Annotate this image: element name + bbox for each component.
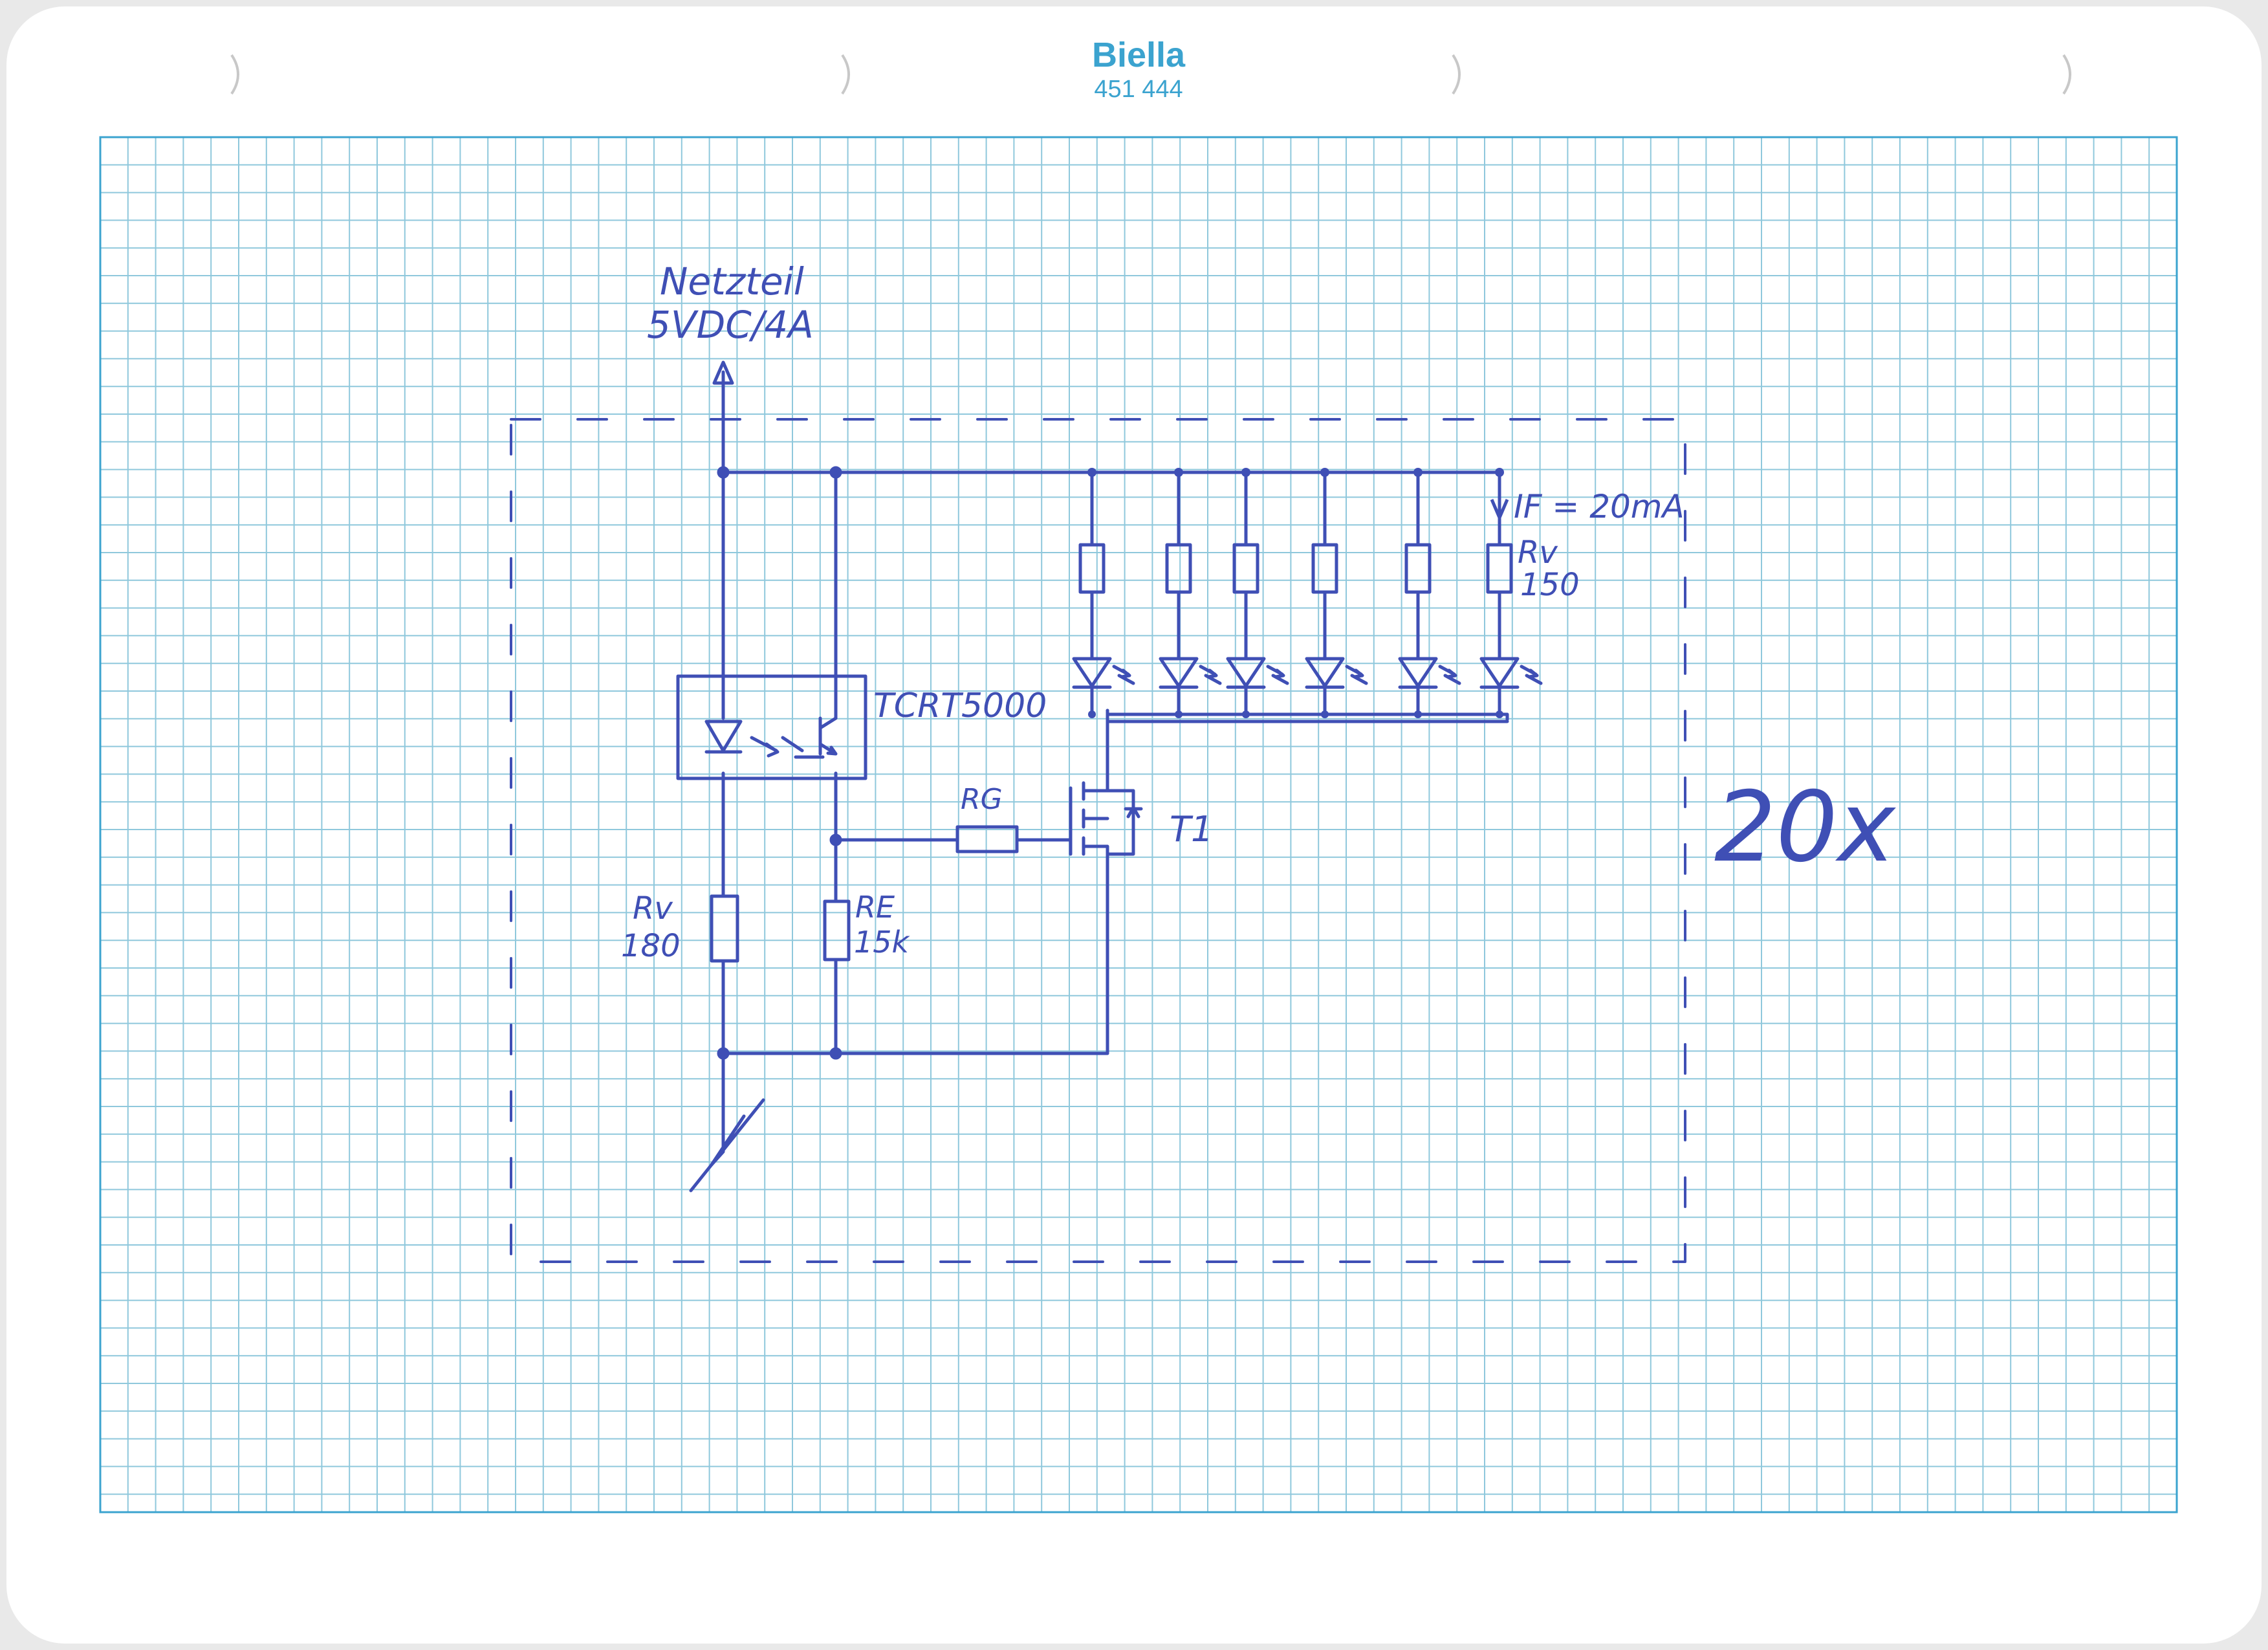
led-series-resistor bbox=[1165, 543, 1192, 594]
led-symbol bbox=[1398, 657, 1438, 689]
resistor-rv-180 bbox=[710, 894, 739, 963]
led-symbol bbox=[1479, 657, 1520, 689]
grid-border bbox=[99, 136, 2178, 1513]
junction-dot bbox=[1088, 710, 1096, 718]
binder-mark bbox=[841, 54, 850, 95]
junction-dot bbox=[1241, 468, 1250, 477]
junction-dot bbox=[1495, 468, 1504, 477]
led-series-resistor bbox=[1078, 543, 1106, 594]
led-series-resistor bbox=[1232, 543, 1259, 594]
power-label-line2: 5VDC/4A bbox=[647, 303, 814, 347]
sensor-resistor-value: 180 bbox=[621, 928, 681, 964]
led-symbol bbox=[1159, 657, 1199, 689]
junction-dot bbox=[1242, 710, 1250, 718]
ground-rail bbox=[721, 852, 1109, 1055]
grid-area bbox=[100, 137, 2177, 1512]
led-symbol bbox=[1305, 657, 1345, 689]
led-series-resistor bbox=[1404, 543, 1432, 594]
ir-led-symbol bbox=[704, 720, 743, 754]
junction-dot bbox=[1175, 710, 1183, 718]
led-series-resistor bbox=[1311, 543, 1338, 594]
emitter-resistor-value: 15k bbox=[854, 925, 911, 960]
tcrt5000-package bbox=[676, 674, 867, 780]
power-label-line1: Netzteil bbox=[660, 259, 804, 303]
led-branches bbox=[1072, 468, 1543, 718]
led-resistor-value: 150 bbox=[1520, 567, 1580, 603]
multiplier-label: 20x bbox=[1714, 771, 1897, 884]
led-emission-arrows bbox=[1199, 665, 1222, 685]
supply-arrow bbox=[712, 360, 734, 474]
phototransistor-symbol bbox=[818, 716, 838, 756]
article-number: 451 444 bbox=[1094, 76, 1183, 103]
binder-mark bbox=[230, 54, 239, 95]
binder-mark bbox=[1452, 54, 1461, 95]
ir-arrows bbox=[750, 736, 804, 758]
led-emission-arrows bbox=[1266, 665, 1289, 685]
junction-dot bbox=[1174, 468, 1183, 477]
binder-marks bbox=[230, 54, 2071, 95]
sensor-label: TCRT5000 bbox=[873, 687, 1047, 725]
emitter-resistor-name: RE bbox=[855, 890, 895, 925]
mosfet-t1-symbol bbox=[1069, 709, 1143, 856]
led-symbol bbox=[1072, 657, 1112, 689]
led-resistor-name: Rv bbox=[1518, 534, 1558, 571]
junction-dot bbox=[1320, 468, 1329, 477]
led-emission-arrows bbox=[1438, 665, 1461, 685]
ground-symbol bbox=[689, 1098, 765, 1193]
led-emission-arrows bbox=[1345, 665, 1368, 685]
junction-dot bbox=[1413, 468, 1423, 477]
brand-logo: Biella bbox=[1092, 36, 1186, 74]
resistor-re-15k bbox=[823, 899, 851, 962]
led-current-label: IF = 20mA bbox=[1514, 488, 1685, 525]
circuit-schematic bbox=[510, 360, 1686, 1263]
sensor-resistor-name: Rv bbox=[633, 890, 673, 927]
led-emission-arrows bbox=[1112, 665, 1135, 685]
binder-mark bbox=[2062, 54, 2071, 95]
junction-dot bbox=[1321, 710, 1329, 718]
gate-resistor-label: RG bbox=[961, 783, 1003, 816]
current-arrow bbox=[1490, 499, 1509, 522]
junction-dot bbox=[829, 1047, 842, 1060]
junction-dot bbox=[829, 833, 842, 846]
junction-dot bbox=[1087, 468, 1096, 477]
transistor-label: T1 bbox=[1170, 809, 1213, 850]
led-cathode-rail bbox=[1106, 709, 1509, 723]
led-emission-arrows bbox=[1520, 665, 1543, 685]
junction-dot bbox=[1414, 710, 1422, 718]
dashed-boundary bbox=[510, 418, 1686, 1263]
led-series-resistor bbox=[1486, 543, 1513, 594]
led-symbol bbox=[1226, 657, 1266, 689]
junction-dot bbox=[717, 1047, 730, 1060]
junction-dot bbox=[1496, 710, 1503, 718]
